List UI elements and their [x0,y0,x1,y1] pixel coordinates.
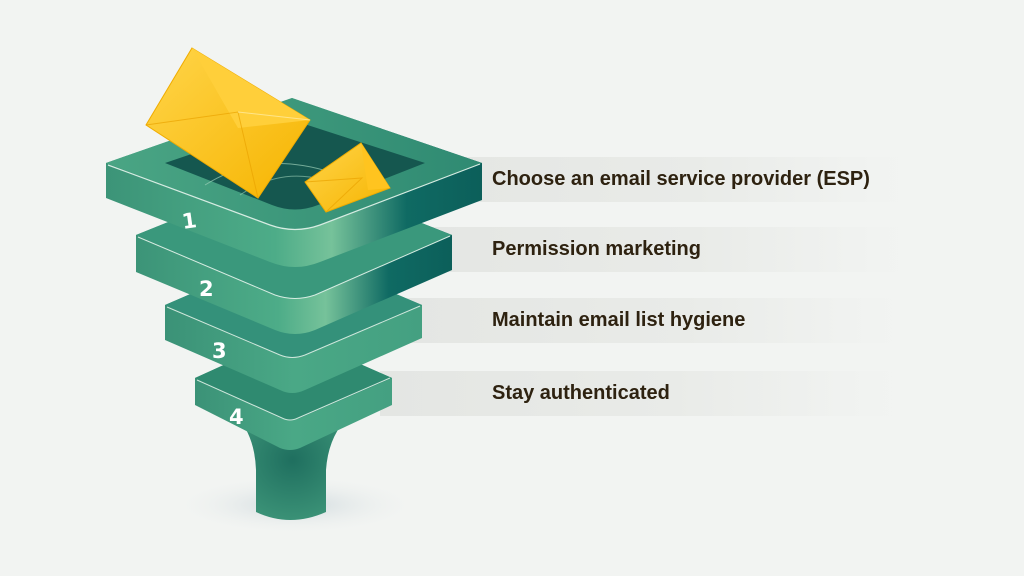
envelope-large-icon [145,47,311,199]
step-band-2 [420,227,920,272]
step-label-1: Choose an email service provider (ESP) [492,168,870,190]
envelope-small-icon [304,142,391,213]
funnel-stem [240,420,345,520]
step-label-3: Maintain email list hygiene [492,309,746,331]
step-band-4 [380,371,915,416]
step-number-4: 4 [229,405,244,429]
step-number-2: 2 [199,277,214,301]
step-number-1: 1 [180,208,198,234]
step-band-1 [420,157,920,202]
step-label-2: Permission marketing [492,238,701,260]
step-band-3 [400,298,915,343]
step-label-4: Stay authenticated [492,382,670,404]
step-number-3: 3 [212,339,227,363]
